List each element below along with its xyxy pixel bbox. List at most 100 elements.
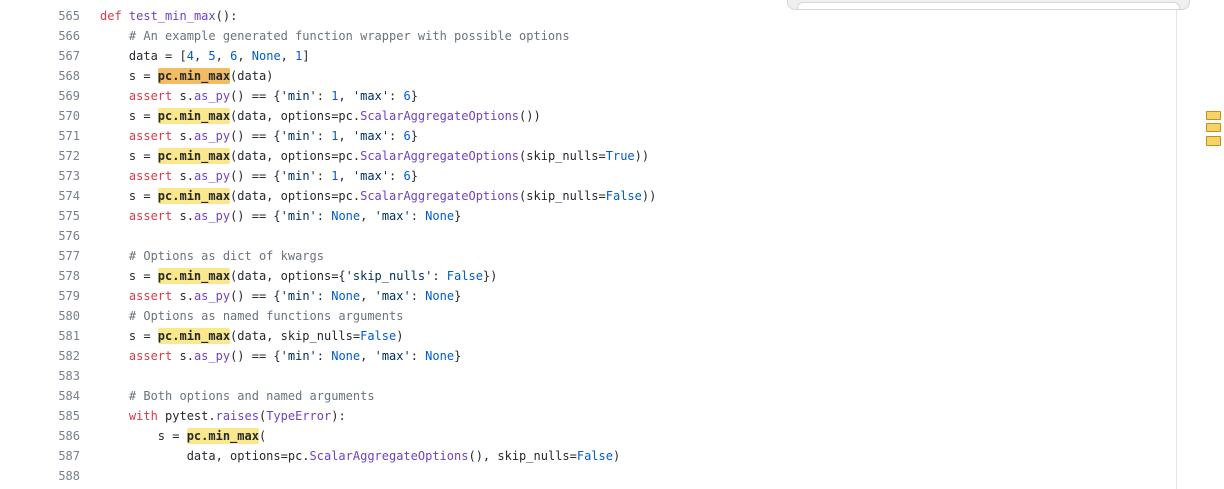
code-line: 584 # Both options and named arguments [0, 386, 1176, 406]
find-input[interactable] [797, 2, 1180, 9]
scrollbar-match-marker [1206, 111, 1221, 120]
code-token: # Both options and named arguments [128, 389, 375, 403]
code-token: } [454, 289, 462, 303]
line-number[interactable]: 587 [58, 449, 80, 463]
code-token: None [425, 209, 455, 223]
code-line: 575 assert s.as_py() == {'min': None, 'm… [0, 206, 1176, 226]
code-token: (skip_nulls= [519, 149, 606, 163]
code-line: 586 s = pc.min_max( [0, 426, 1176, 446]
scrollbar-match-marker [1206, 136, 1221, 146]
line-number[interactable]: 570 [58, 109, 80, 123]
code-line: 587 data, options=pc.ScalarAggregateOpti… [0, 446, 1176, 466]
code-token: s = [100, 69, 158, 83]
code-token: # An example generated function wrapper … [128, 29, 570, 43]
code-token: 'max' [374, 349, 411, 363]
code-token: ScalarAggregateOptions [360, 189, 520, 203]
code-token: None [331, 349, 361, 363]
code-token: : [316, 89, 332, 103]
code-token: , [338, 89, 353, 103]
code-token: test_min_max [128, 9, 216, 23]
code-token: () == { [230, 89, 281, 103]
scrollbar-match-marker [1206, 123, 1221, 132]
code-line: 567 data = [4, 5, 6, None, 1] [0, 46, 1176, 66]
line-number[interactable]: 566 [58, 29, 80, 43]
search-match-highlight: pc.min_max [157, 268, 231, 284]
line-number[interactable]: 582 [58, 349, 80, 363]
code-token: ) [396, 329, 404, 343]
code-token: as_py [193, 169, 231, 183]
line-number[interactable]: 572 [58, 149, 80, 163]
code-token [100, 169, 129, 183]
search-match-highlight: pc.min_max [157, 328, 231, 344]
line-number[interactable]: 567 [58, 49, 80, 63]
code-token: s. [172, 89, 194, 103]
line-number[interactable]: 573 [58, 169, 80, 183]
code-token: ( [258, 409, 267, 423]
line-number[interactable]: 565 [58, 9, 80, 23]
scrollbar-track[interactable] [1178, 0, 1224, 489]
code-token: } [454, 349, 462, 363]
code-token: }) [482, 269, 498, 283]
code-token: 'min' [280, 209, 317, 223]
code-line: 576 [0, 226, 1176, 246]
line-number[interactable]: 581 [58, 329, 80, 343]
line-number[interactable]: 584 [58, 389, 80, 403]
line-number[interactable]: 575 [58, 209, 80, 223]
code-token: s. [172, 129, 194, 143]
code-token: 'max' [352, 169, 390, 183]
code-token [100, 129, 129, 143]
code-token: 'min' [280, 169, 317, 183]
code-token: s = [100, 429, 187, 443]
code-token: 'min' [280, 89, 317, 103]
line-content [80, 466, 100, 486]
line-content: s = pc.min_max(data, options={'skip_null… [80, 266, 497, 286]
code-token: ScalarAggregateOptions [360, 109, 520, 123]
code-token: s = [100, 149, 158, 163]
code-token: 4 [186, 49, 194, 63]
code-token: : [389, 129, 404, 143]
code-token [100, 389, 129, 403]
line-content [80, 366, 100, 386]
line-content: s = pc.min_max(data, options=pc.ScalarAg… [80, 186, 656, 206]
line-number[interactable]: 578 [58, 269, 80, 283]
line-number[interactable]: 579 [58, 289, 80, 303]
line-number[interactable]: 577 [58, 249, 80, 263]
code-line: 574 s = pc.min_max(data, options=pc.Scal… [0, 186, 1176, 206]
line-content: with pytest.raises(TypeError): [80, 406, 346, 426]
code-token: : [389, 89, 404, 103]
code-token: 'min' [280, 289, 317, 303]
line-number[interactable]: 576 [58, 229, 80, 243]
code-line: 588 [0, 466, 1176, 486]
line-content: assert s.as_py() == {'min': 1, 'max': 6} [80, 126, 418, 146]
line-number[interactable]: 580 [58, 309, 80, 323]
line-number[interactable]: 571 [58, 129, 80, 143]
code-token [100, 249, 129, 263]
code-token: as_py [193, 209, 231, 223]
line-content: def test_min_max(): [80, 6, 237, 26]
line-number[interactable]: 583 [58, 369, 80, 383]
code-token: def [100, 9, 122, 23]
code-token: )) [641, 189, 657, 203]
line-number[interactable]: 574 [58, 189, 80, 203]
code-token: assert [128, 289, 173, 303]
code-line: 581 s = pc.min_max(data, skip_nulls=Fals… [0, 326, 1176, 346]
line-number[interactable]: 568 [58, 69, 80, 83]
code-token: False [446, 269, 483, 283]
line-number[interactable]: 569 [58, 89, 80, 103]
code-line: 573 assert s.as_py() == {'min': 1, 'max'… [0, 166, 1176, 186]
code-token [100, 409, 129, 423]
code-token: 'skip_nulls' [345, 269, 433, 283]
line-number[interactable]: 588 [58, 469, 80, 483]
line-content: s = pc.min_max(data, options=pc.ScalarAg… [80, 106, 541, 126]
code-token [100, 349, 129, 363]
code-token: (), skip_nulls= [468, 449, 577, 463]
search-match-highlight: pc.min_max [186, 428, 259, 444]
line-number[interactable]: 586 [58, 429, 80, 443]
code-token: assert [128, 349, 173, 363]
line-number[interactable]: 585 [58, 409, 80, 423]
code-token: () == { [230, 349, 281, 363]
code-token: with [128, 409, 158, 423]
code-token: ] [302, 49, 310, 63]
code-line: 577 # Options as dict of kwargs [0, 246, 1176, 266]
